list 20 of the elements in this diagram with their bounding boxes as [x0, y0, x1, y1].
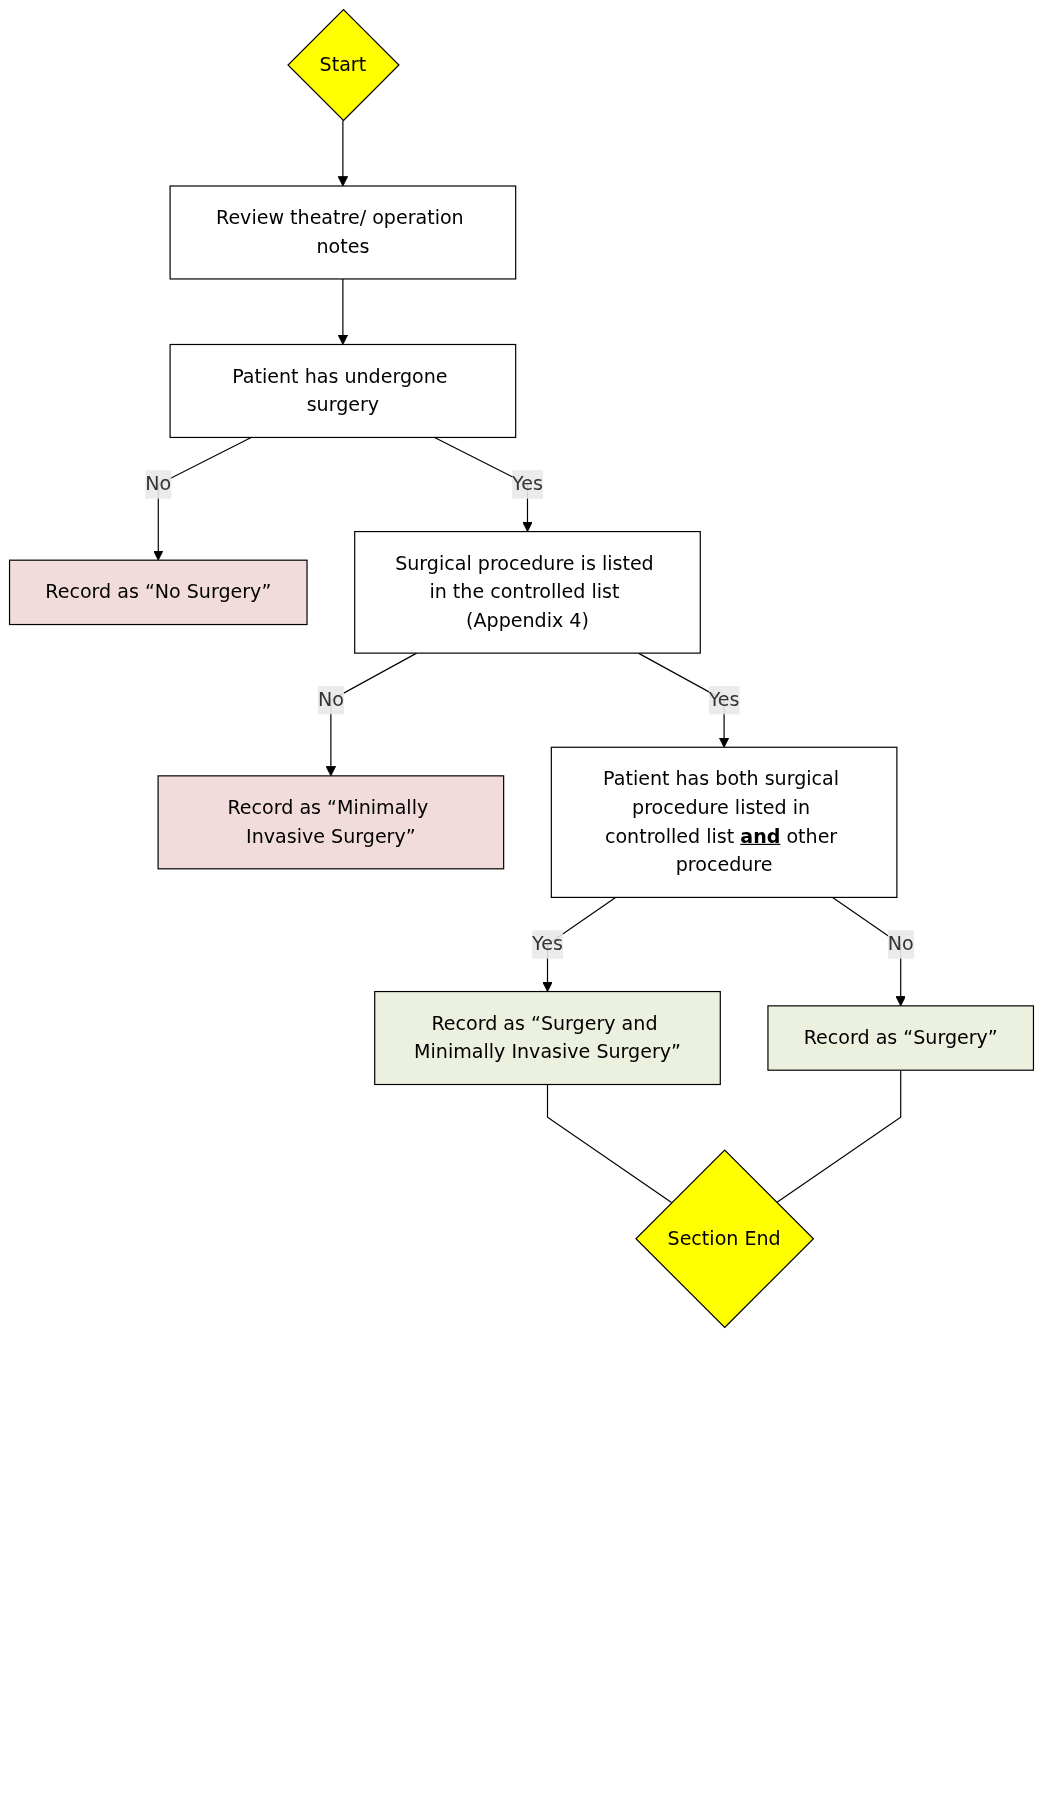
arrow: [337, 119, 349, 187]
connector: [776, 1069, 902, 1204]
node-box: Surgical procedure is listed in the controlled list (Appendix 4): [354, 531, 701, 654]
node-box: Record as “Surgery and Minimally Invasive Surgery”: [374, 990, 721, 1086]
edge-label: Yes: [512, 472, 543, 496]
node-box: Record as “Minimally Invasive Surgery”: [157, 775, 505, 870]
edge-label: No: [145, 472, 172, 496]
connector: [546, 1083, 673, 1204]
node-box: Patient has undergone surgery: [169, 343, 517, 439]
node-box: Patient has both surgical procedure listed in controlled list and other procedure: [550, 746, 898, 898]
edge-label: Yes: [708, 688, 740, 711]
node-box: Record as “No Surgery”: [8, 559, 308, 626]
arrow: [337, 278, 349, 345]
node-diamond: Start: [287, 8, 400, 122]
edge-label: No: [887, 932, 914, 956]
edge-label: Yes: [532, 932, 563, 956]
edge-label: No: [317, 688, 344, 711]
node-box: Record as “Surgery”: [767, 1005, 1035, 1071]
node-box: Review theatre/ operation notes: [169, 185, 517, 280]
node-diamond: Section End: [635, 1149, 815, 1329]
